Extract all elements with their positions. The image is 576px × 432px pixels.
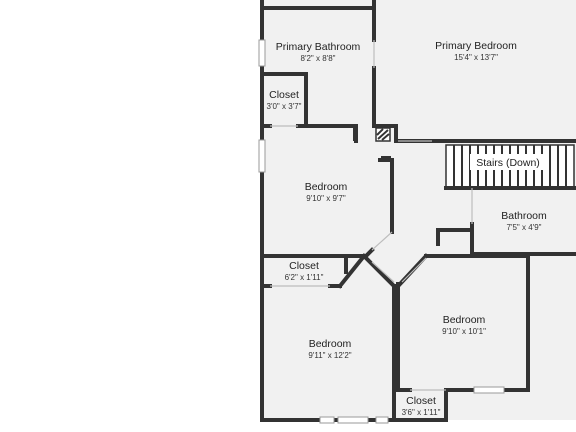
doors <box>270 40 473 391</box>
room-name: Primary Bedroom <box>435 40 517 52</box>
room-dimensions: 15'4" x 13'7" <box>454 53 498 62</box>
room-name: Bedroom <box>443 314 486 326</box>
room-label-stairs: Stairs (Down) <box>470 154 546 170</box>
windows <box>258 39 505 424</box>
room-label-closet-bottom: Closet 3'6" x 1'11" <box>402 395 441 417</box>
room-dimensions: 9'10" x 10'1" <box>442 327 486 336</box>
room-label-bedroom-lower-left: Bedroom 9'11" x 12'2" <box>308 338 351 360</box>
room-name: Stairs (Down) <box>476 157 540 169</box>
room-label-bathroom: Bathroom 7'5" x 4'9" <box>501 210 547 232</box>
room-name: Bedroom <box>309 338 352 350</box>
room-label-bedroom-upper-left: Bedroom 9'10" x 9'7" <box>305 181 348 203</box>
room-name: Closet <box>406 395 436 407</box>
room-name: Closet <box>289 260 319 272</box>
room-label-primary-bathroom: Primary Bathroom 8'2" x 8'8" <box>276 41 361 63</box>
room-dimensions: 7'5" x 4'9" <box>507 223 542 232</box>
room-dimensions: 8'2" x 8'8" <box>301 54 336 63</box>
floor-fill <box>262 0 576 420</box>
room-label-closet-primary: Closet 3'0" x 3'7" <box>267 89 302 111</box>
walls <box>260 0 576 422</box>
room-label-closet-middle: Closet 6'2" x 1'11" <box>285 260 324 282</box>
room-name: Closet <box>269 89 299 101</box>
room-dimensions: 9'11" x 12'2" <box>308 351 351 360</box>
room-name: Primary Bathroom <box>276 41 361 53</box>
room-label-bedroom-lower-right: Bedroom 9'10" x 10'1" <box>442 314 486 336</box>
room-dimensions: 6'2" x 1'11" <box>285 273 324 282</box>
room-dimensions: 9'10" x 9'7" <box>306 194 346 203</box>
room-dimensions: 3'6" x 1'11" <box>402 408 441 417</box>
room-dimensions: 3'0" x 3'7" <box>267 102 302 111</box>
room-label-primary-bedroom: Primary Bedroom 15'4" x 13'7" <box>435 40 517 62</box>
room-name: Bathroom <box>501 210 547 222</box>
room-name: Bedroom <box>305 181 348 193</box>
